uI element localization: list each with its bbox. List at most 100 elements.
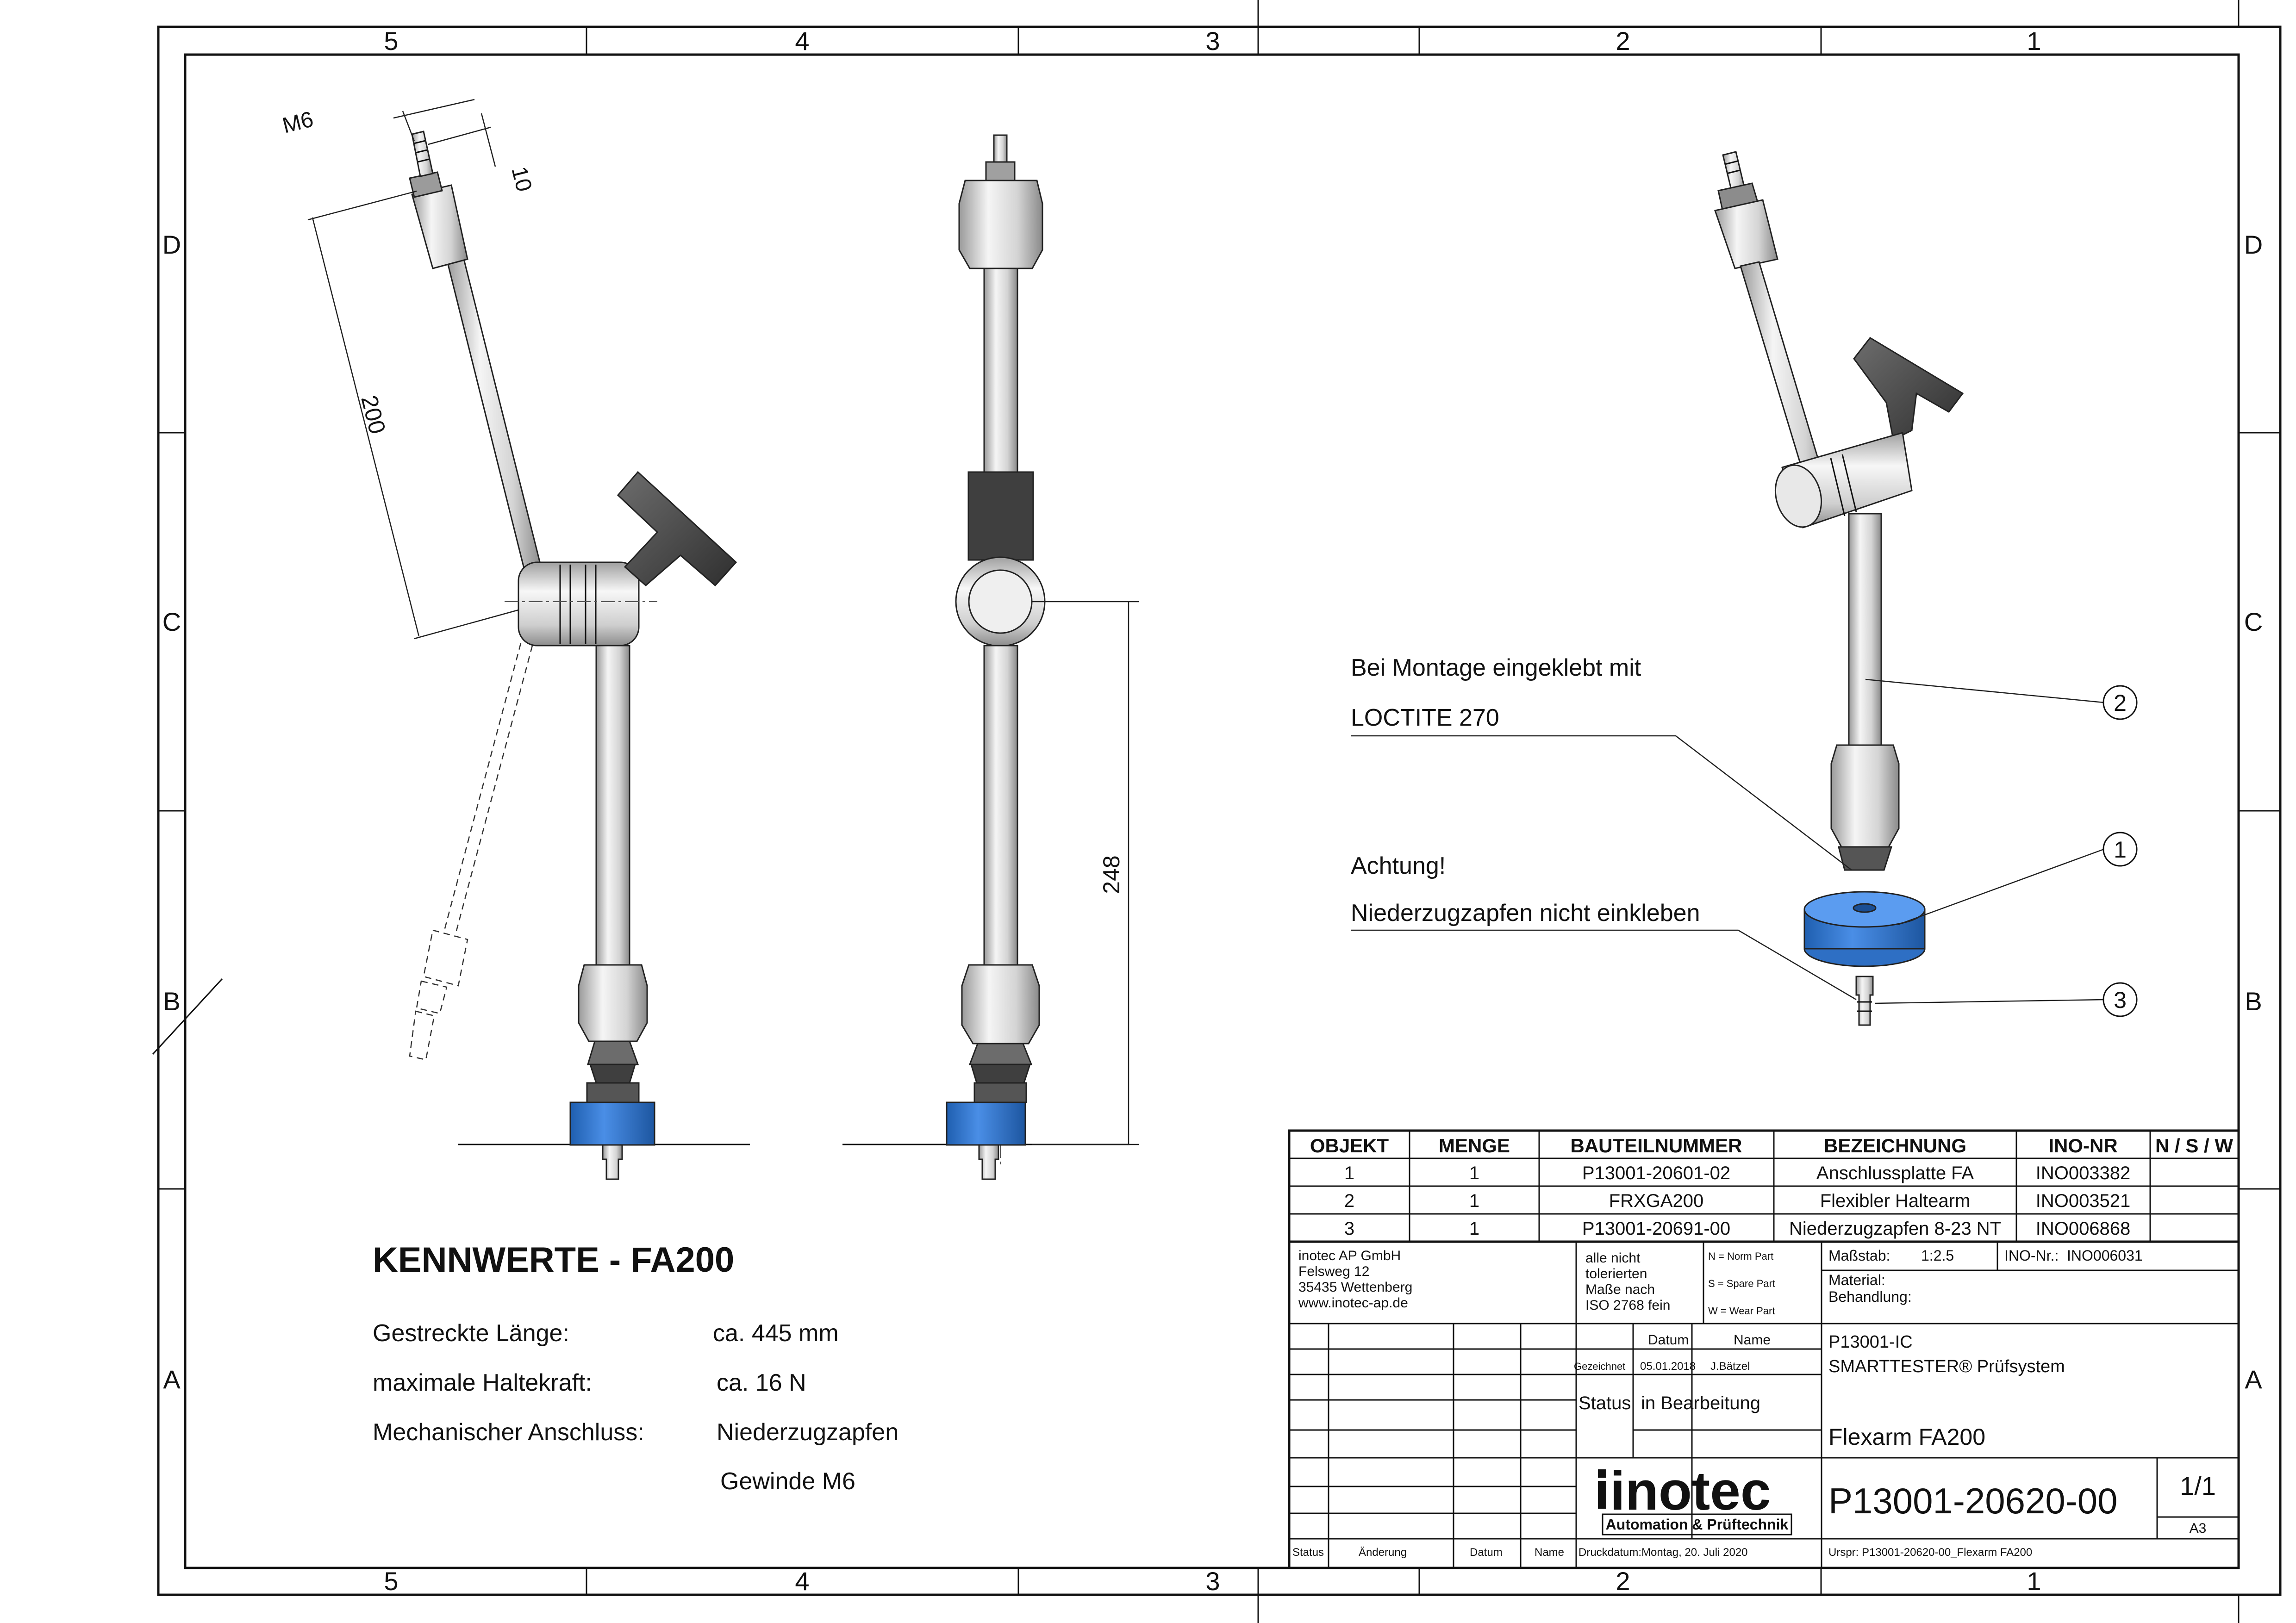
- upper-arm-rod: [446, 255, 543, 575]
- row-label: B: [2245, 987, 2262, 1016]
- drawing-title: Flexarm FA200: [1828, 1424, 1985, 1450]
- drawing-origin: Urspr: P13001-20620-00_Flexarm FA200: [1828, 1546, 2032, 1559]
- note-glue-line2: LOCTITE 270: [1351, 704, 1499, 731]
- specs-block: KENNWERTE - FA200 Gestreckte Länge: ca. …: [373, 1240, 898, 1495]
- logo-text: inotec: [1610, 1461, 1771, 1522]
- lower-sleeve: [578, 964, 648, 1042]
- rev-name: Name: [1535, 1546, 1564, 1559]
- rev-date: Datum: [1470, 1546, 1503, 1559]
- parts-cell: FRXGA200: [1609, 1191, 1704, 1211]
- status-label: Status: [1578, 1393, 1631, 1413]
- company-line: inotec AP GmbH: [1298, 1248, 1401, 1263]
- down-pull-stud: [1855, 976, 1874, 1026]
- parts-cell: INO006868: [2036, 1219, 2131, 1239]
- isometric-view: [1714, 151, 1964, 1026]
- sheet-number: 1/1: [2180, 1471, 2216, 1500]
- parts-cell: 1: [1469, 1191, 1479, 1211]
- hidden-arm-outline: [409, 643, 533, 1061]
- drawn-label: Gezeichnet: [1574, 1361, 1625, 1372]
- parts-header-bauteilnummer: BAUTEILNUMMER: [1571, 1135, 1742, 1157]
- lower-sleeve: [1830, 744, 1900, 848]
- parts-cell: P13001-20691-00: [1582, 1219, 1730, 1239]
- row-label: A: [2245, 1365, 2262, 1394]
- company-line: 35435 Wettenberg: [1298, 1280, 1412, 1295]
- side-view: 200 M6 10: [280, 99, 750, 1180]
- callouts: Bei Montage eingeklebt mit LOCTITE 270 A…: [1351, 654, 2138, 1017]
- material-label: Material:: [1828, 1272, 1885, 1288]
- parts-cell: Flexibler Haltearm: [1820, 1191, 1971, 1211]
- parts-cell: 3: [1344, 1219, 1354, 1239]
- parts-cell: Anschlussplatte FA: [1816, 1163, 1974, 1183]
- column-label: 1: [2027, 26, 2041, 56]
- tolerance-line: ISO 2768 fein: [1585, 1298, 1670, 1313]
- balloon-1: 1: [2103, 832, 2138, 867]
- parts-cell: 1: [1344, 1163, 1354, 1183]
- scale-label: Maßstab:: [1828, 1247, 1890, 1264]
- column-labels-bottom: 5 4 3 2 1: [384, 1567, 2041, 1596]
- row-label: A: [163, 1365, 181, 1394]
- spec-label: maximale Haltekraft:: [373, 1369, 592, 1396]
- scale-value: 1:2.5: [1921, 1247, 1954, 1264]
- row-labels-right: D C B A: [2244, 230, 2263, 1394]
- parts-cell: P13001-20601-02: [1582, 1163, 1730, 1183]
- column-label: 4: [795, 1567, 809, 1596]
- t-handle-knob: [1853, 337, 1964, 441]
- print-date: Druckdatum:Montag, 20. Juli 2020: [1578, 1546, 1748, 1559]
- row-label: C: [162, 607, 181, 636]
- column-label: 4: [795, 26, 809, 56]
- sheet-format: A3: [2190, 1521, 2207, 1536]
- rev-change: Änderung: [1359, 1546, 1407, 1559]
- tolerance-line: Maße nach: [1585, 1282, 1655, 1297]
- parts-cell: 1: [1469, 1163, 1479, 1183]
- column-label: 2: [1616, 26, 1630, 56]
- svg-text:3: 3: [2114, 987, 2127, 1013]
- parts-header-nsw: N / S / W: [2155, 1135, 2233, 1157]
- front-view: 248: [842, 134, 1139, 1180]
- column-label: 5: [384, 1567, 398, 1596]
- drawing-number: P13001-20620-00: [1828, 1480, 2118, 1521]
- status-value: in Bearbeitung: [1641, 1393, 1760, 1413]
- parts-cell: 2: [1344, 1191, 1354, 1211]
- tolerance-line: alle nicht: [1585, 1250, 1641, 1266]
- svg-text:1: 1: [2114, 837, 2127, 863]
- spec-label: Mechanischer Anschluss:: [373, 1419, 644, 1446]
- ino-value: INO006031: [2067, 1247, 2143, 1264]
- column-label: 3: [1205, 26, 1220, 56]
- row-label: C: [2244, 607, 2263, 636]
- name-label: Name: [1734, 1332, 1771, 1348]
- parts-header-ino-nr: INO-NR: [2048, 1135, 2117, 1157]
- base-plate: [946, 1101, 1026, 1146]
- spec-value: Niederzugzapfen: [717, 1419, 898, 1446]
- part-type: W = Wear Part: [1708, 1305, 1775, 1317]
- parts-cell: Niederzugzapfen 8-23 NT: [1789, 1219, 2001, 1239]
- lower-rod: [595, 645, 630, 966]
- ino-label: INO-Nr.:: [2004, 1247, 2059, 1264]
- rev-status: Status: [1292, 1546, 1324, 1559]
- datum-label: Datum: [1648, 1332, 1689, 1348]
- column-label: 2: [1616, 1567, 1630, 1596]
- project-name: SMARTTESTER® Prüfsystem: [1828, 1357, 2065, 1376]
- parts-cell: INO003382: [2036, 1163, 2131, 1183]
- title-block: inotec AP GmbH Felsweg 12 35435 Wettenbe…: [1288, 1240, 2240, 1569]
- note-warning-line2: Niederzugzapfen nicht einkleben: [1351, 900, 1700, 927]
- row-label: B: [163, 987, 180, 1016]
- spec-value: ca. 445 mm: [713, 1320, 839, 1347]
- note-glue-line1: Bei Montage eingeklebt mit: [1351, 654, 1641, 681]
- row-labels-left: D C B A: [162, 230, 181, 1394]
- parts-cell: INO003521: [2036, 1191, 2131, 1211]
- dimension-thread-length: 10: [506, 164, 536, 194]
- balloon-3: 3: [2103, 982, 2138, 1017]
- row-label: D: [2244, 230, 2263, 259]
- row-label: D: [162, 230, 181, 259]
- dimension-arm-length: 200: [356, 393, 391, 437]
- tolerance-line: tolerierten: [1585, 1266, 1647, 1281]
- parts-header-objekt: OBJEKT: [1310, 1135, 1389, 1157]
- drawn-name: J.Bätzel: [1710, 1360, 1750, 1373]
- dimension-height: 248: [1098, 855, 1124, 894]
- column-label: 1: [2027, 1567, 2041, 1596]
- upper-sleeve: [1714, 199, 1778, 269]
- upper-sleeve: [411, 184, 468, 269]
- drawn-date: 05.01.2018: [1640, 1360, 1696, 1373]
- t-handle-knob: [617, 471, 737, 587]
- column-label: 3: [1205, 1567, 1220, 1596]
